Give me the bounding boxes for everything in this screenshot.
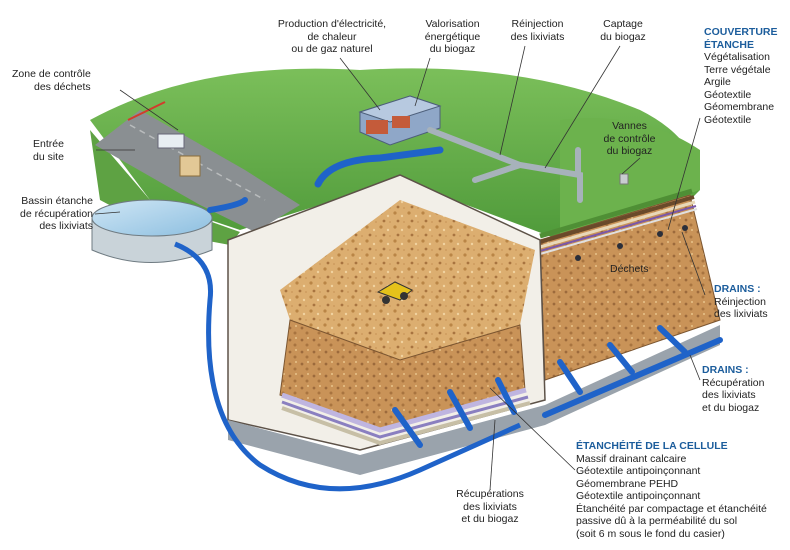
label-line: Réinjection bbox=[511, 18, 564, 30]
reinjection-drains bbox=[575, 225, 688, 261]
label-entree: Entrée du site bbox=[33, 138, 93, 163]
label-line: Argile bbox=[704, 76, 731, 88]
label-line: Vannes bbox=[612, 120, 647, 132]
label-line: Valorisation bbox=[425, 18, 480, 30]
label-line: (soit 6 m sous le fond du casier) bbox=[576, 527, 725, 540]
label-line: Géotextile bbox=[704, 113, 752, 126]
label-line: Végétalisation bbox=[704, 51, 770, 63]
label-line: Entrée bbox=[33, 138, 64, 150]
label-reinjection-top: Réinjection des lixiviats bbox=[495, 18, 580, 43]
label-line: du biogaz bbox=[606, 145, 653, 157]
label-line: Production d'électricité, bbox=[277, 18, 387, 30]
label-vannes: Vannes de contrôle du biogaz bbox=[592, 120, 667, 158]
label-line: Géomembrane bbox=[704, 101, 775, 113]
label-line: des lixiviats bbox=[39, 220, 93, 232]
label-line: du biogaz bbox=[429, 43, 476, 55]
label-valorisation: Valorisation énergétique du biogaz bbox=[405, 18, 500, 56]
label-production: Production d'électricité, de chaleur ou … bbox=[262, 18, 402, 56]
label-etancheite: ÉTANCHÉITÉ DE LA CELLULE Massif drainant… bbox=[576, 440, 788, 540]
label-line: Bassin étanche bbox=[21, 195, 93, 207]
label-line: des lixiviats bbox=[463, 500, 517, 513]
heading-line: COUVERTURE bbox=[704, 26, 778, 38]
label-line: des lixiviats bbox=[702, 389, 756, 401]
label-line: et du biogaz bbox=[702, 401, 760, 414]
label-line: Terre végétale bbox=[704, 63, 771, 76]
label-line: de contrôle bbox=[603, 132, 656, 145]
label-line: Récupération bbox=[702, 376, 765, 389]
label-line: de chaleur bbox=[307, 30, 357, 43]
leachate-surface-pipe bbox=[314, 146, 444, 188]
grass-right bbox=[560, 118, 700, 235]
label-drains-recuperation: DRAINS : Récupération des lixiviats et d… bbox=[702, 364, 788, 414]
heading-line: ÉTANCHE bbox=[704, 38, 754, 51]
label-couverture: COUVERTURE ÉTANCHE Végétalisation Terre … bbox=[704, 26, 788, 126]
label-line: Géotextile antipoinçonnant bbox=[576, 490, 701, 502]
heading-line: DRAINS : bbox=[702, 364, 749, 376]
leachate-basin bbox=[91, 199, 213, 263]
biogas-surface-pipe bbox=[427, 127, 583, 203]
heading-line: ÉTANCHÉITÉ DE LA CELLULE bbox=[576, 440, 728, 452]
label-line: Déchets bbox=[610, 263, 649, 275]
waste-top bbox=[280, 200, 535, 360]
control-zone-gate bbox=[127, 101, 201, 177]
label-captage: Captage du biogaz bbox=[588, 18, 658, 43]
label-line: ou de gaz naturel bbox=[291, 43, 373, 55]
label-line: des lixiviats bbox=[714, 308, 768, 320]
label-line: de récupération bbox=[20, 207, 93, 220]
label-bassin: Bassin étanche de récupération des lixiv… bbox=[5, 195, 93, 233]
compactor-vehicle bbox=[376, 281, 413, 304]
label-line: Captage bbox=[603, 18, 643, 30]
leachate-return-pipe bbox=[174, 241, 522, 492]
label-line: énergétique bbox=[424, 30, 481, 43]
label-line: du site bbox=[33, 150, 64, 163]
label-line: Géomembrane PEHD bbox=[576, 477, 679, 490]
label-drains-reinjection: DRAINS : Réinjection des lixiviats bbox=[714, 283, 788, 321]
label-line: Réinjection bbox=[714, 295, 766, 308]
label-line: et du biogaz bbox=[461, 513, 519, 525]
bottom-drains bbox=[392, 325, 723, 448]
leader-lines bbox=[94, 45, 706, 491]
label-dechets: Déchets bbox=[610, 263, 649, 276]
label-line: Étanchéité par compactage et étanchéité bbox=[576, 502, 767, 515]
heading-line: DRAINS : bbox=[714, 283, 761, 295]
label-line: Zone de contrôle bbox=[12, 68, 91, 80]
label-line: passive dû à la perméabilité du sol bbox=[576, 515, 738, 527]
label-line: Géotextile bbox=[704, 88, 752, 101]
energy-building bbox=[358, 95, 442, 146]
label-line: du biogaz bbox=[600, 30, 646, 43]
label-line: des déchets bbox=[34, 80, 91, 93]
label-line: Géotextile antipoinçonnant bbox=[576, 465, 701, 477]
label-recuperations: Récupérations des lixiviats et du biogaz bbox=[440, 488, 540, 526]
label-line: des lixiviats bbox=[510, 30, 565, 43]
label-line: Récupérations bbox=[456, 488, 524, 500]
label-zone-controle: Zone de contrôle des déchets bbox=[12, 68, 122, 93]
label-line: Massif drainant calcaire bbox=[576, 452, 687, 465]
